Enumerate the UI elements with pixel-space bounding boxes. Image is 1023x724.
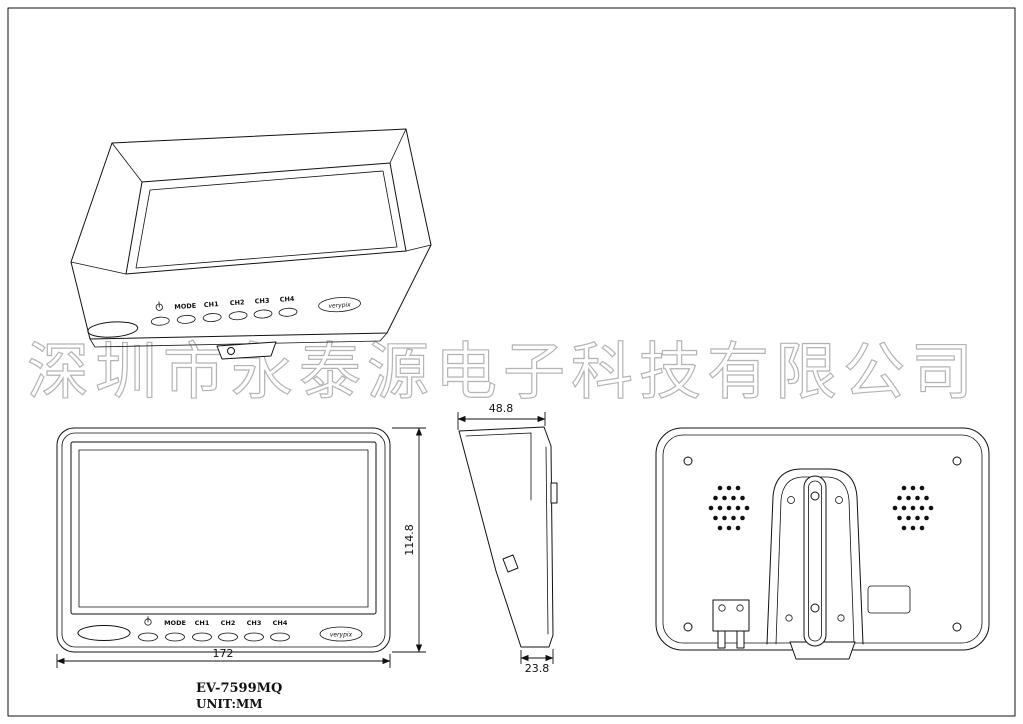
dimension-width-value: 172	[213, 647, 234, 660]
sheet-border	[7, 7, 1016, 717]
power-icon	[155, 301, 163, 311]
speaker-grille-left	[708, 485, 750, 531]
front-controls: MODE CH1 CH2 CH3 CH4 verypix	[77, 616, 363, 642]
bar-screw-bottom	[810, 603, 820, 613]
dimension-depth-bottom: 23.8	[520, 649, 554, 675]
connector-block	[712, 599, 750, 649]
hood-clamp	[502, 554, 519, 573]
front-screen-outer	[70, 441, 377, 615]
front-controls-perspective: MODE CH1 CH2 CH3 CH4 verypix	[87, 295, 361, 338]
ch3-button	[253, 309, 273, 319]
ch2-button	[218, 632, 238, 642]
hood-miter-right	[405, 244, 432, 252]
button-label-ch2: CH2	[221, 619, 236, 627]
side-inner-edge	[545, 446, 549, 635]
side-profile	[458, 426, 554, 648]
unit-label: UNIT:MM	[196, 697, 263, 711]
hood-miter-topleft	[111, 142, 143, 183]
ir-window	[77, 625, 131, 641]
power-button	[138, 632, 158, 642]
hood-miter-left	[70, 261, 127, 275]
button-label-ch2: CH2	[230, 298, 245, 307]
brand-badge: verypix	[318, 297, 361, 313]
bracket-screw	[785, 614, 793, 622]
power-button	[150, 316, 170, 326]
rear-view	[655, 427, 990, 660]
ch4-button	[278, 307, 298, 317]
hood-inner-edge	[465, 432, 532, 501]
ch3-button	[244, 632, 264, 642]
watermark: 深圳市永泰源电子科技有限公司	[26, 334, 979, 408]
button-label-ch4: CH4	[273, 619, 288, 627]
title-block: EV-7599MQ UNIT:MM	[196, 681, 282, 711]
screen-outer	[125, 162, 407, 275]
button-label-mode: MODE	[164, 619, 186, 627]
ch1-button	[192, 632, 212, 642]
bottom-face	[89, 332, 388, 348]
dimension-height: 114.8	[392, 427, 426, 653]
corner-screws	[683, 456, 962, 632]
stand-bar-inner	[808, 480, 822, 642]
brand-text: verypix	[328, 301, 351, 310]
button-label-ch3: CH3	[254, 297, 269, 306]
perspective-view: MODE CH1 CH2 CH3 CH4 verypix	[70, 128, 432, 360]
screen-inner	[135, 170, 398, 269]
bracket-screw	[787, 496, 795, 504]
ch4-button	[270, 632, 290, 642]
front-outline-outer	[56, 427, 391, 653]
mount-bracket	[766, 468, 864, 660]
mode-button	[176, 314, 196, 324]
dimension-depth-top: 48.8	[457, 402, 546, 430]
bar-screw-top	[810, 491, 820, 501]
bracket-outer	[766, 468, 864, 645]
ch1-button	[202, 313, 222, 322]
button-label-ch1: CH1	[204, 300, 220, 309]
stand-base	[789, 641, 856, 660]
front-view: MODE CH1 CH2 CH3 CH4 verypix	[56, 427, 391, 653]
ir-window	[87, 321, 139, 338]
hood-miter-topright	[389, 128, 407, 164]
front-screen-inner	[78, 449, 369, 608]
dimension-depth-bottom-value: 23.8	[525, 662, 550, 675]
front-outline-inner	[61, 432, 386, 648]
model-number: EV-7599MQ	[196, 681, 282, 696]
side-view	[458, 426, 558, 648]
button-label-mode: MODE	[174, 302, 196, 312]
mode-button	[165, 632, 185, 642]
button-label-ch1: CH1	[195, 619, 210, 627]
ch2-button	[228, 311, 248, 321]
dimension-depth-top-value: 48.8	[489, 402, 514, 415]
bracket-screw	[837, 614, 845, 622]
bracket-screw	[835, 496, 843, 504]
watermark-text: 深圳市永泰源电子科技有限公司	[27, 335, 979, 408]
side-button-bump	[550, 482, 558, 504]
power-icon	[144, 616, 152, 626]
button-label-ch3: CH3	[247, 619, 262, 627]
dimension-width: 172	[56, 647, 391, 668]
button-label-ch4: CH4	[279, 295, 295, 304]
label-plate	[867, 585, 911, 614]
speaker-grille-right	[892, 485, 934, 531]
dimension-height-value: 114.8	[403, 524, 416, 556]
brand-badge: verypix	[319, 626, 363, 642]
brand-text: verypix	[330, 632, 353, 639]
stand-bar	[803, 475, 827, 647]
mount-tab	[216, 341, 277, 360]
